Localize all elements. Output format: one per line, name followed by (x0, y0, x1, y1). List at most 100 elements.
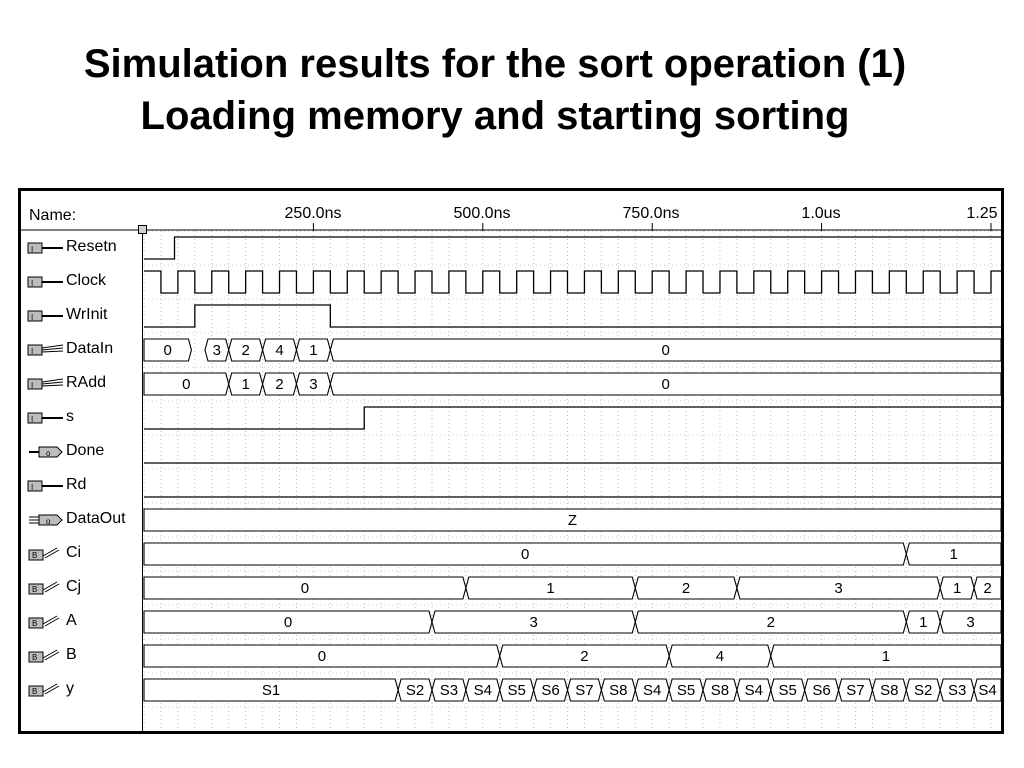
signal-name: Resetn (66, 238, 117, 255)
bus-value-a: 3 (966, 614, 974, 631)
bus-value-datain: 0 (661, 342, 669, 359)
svg-text:B: B (32, 653, 37, 662)
bus-value-a: 0 (284, 614, 292, 631)
bus-value-a: 1 (919, 614, 927, 631)
input-pin-icon: I (27, 308, 65, 324)
svg-text:o: o (46, 449, 51, 458)
signal-name: Clock (66, 272, 107, 289)
time-scale-ruler: 250.0ns 500.0ns 750.0ns 1.0us 1.25 (21, 191, 1001, 231)
time-cursor-handle[interactable] (138, 225, 147, 234)
bus-value-radd: 1 (241, 376, 249, 393)
bus-value-y: S7 (575, 682, 593, 699)
signal-row-dataout[interactable]: o DataOut (21, 503, 143, 537)
input-pin-icon: I (27, 274, 65, 290)
svg-text:I: I (31, 483, 33, 492)
bus-segment-b (770, 644, 1001, 668)
signal-row-wrinit[interactable]: I WrInit (21, 299, 143, 333)
waveform-resetn (144, 236, 1001, 260)
bus-value-y: S7 (846, 682, 864, 699)
bus-segment-cj (973, 576, 1001, 600)
bus-value-y: S4 (978, 682, 996, 699)
slide-title-line-1: Simulation results for the sort operatio… (83, 42, 907, 86)
input-pin-icon: I (27, 240, 65, 256)
waveform-s (144, 406, 1001, 430)
bus-value-ci: 0 (521, 546, 529, 563)
bus-value-b: 4 (716, 648, 724, 665)
time-label-1-25us: 1.25 (966, 205, 998, 222)
bus-value-datain: 0 (164, 342, 172, 359)
bus-value-radd: 0 (661, 376, 669, 393)
signal-name: DataOut (66, 510, 126, 527)
svg-text:I: I (31, 313, 33, 322)
bus-value-y: S5 (779, 682, 797, 699)
signal-name: B (66, 646, 77, 663)
svg-text:B: B (32, 619, 37, 628)
svg-text:o: o (46, 517, 51, 526)
bus-value-y: S8 (880, 682, 898, 699)
time-label-1us: 1.0us (801, 205, 841, 222)
waveform-clock (144, 270, 1001, 294)
buried-node-icon: B (27, 580, 65, 596)
bus-segment-datain (329, 338, 1001, 362)
bus-segment-dataout (143, 508, 1001, 532)
bus-value-cj: 1 (546, 580, 554, 597)
bus-value-cj: 0 (301, 580, 309, 597)
input-pin-icon: I (27, 410, 65, 426)
buried-node-icon: B (27, 648, 65, 664)
bus-value-y: S4 (745, 682, 763, 699)
name-pane-divider[interactable] (142, 227, 143, 731)
svg-text:B: B (32, 687, 37, 696)
bus-value-cj: 2 (983, 580, 991, 597)
bus-value-b: 2 (580, 648, 588, 665)
bus-segment-radd (329, 372, 1001, 396)
bus-value-cj: 2 (682, 580, 690, 597)
buried-node-icon: B (27, 682, 65, 698)
signal-name: DataIn (66, 340, 114, 357)
time-label-500ns: 500.0ns (453, 205, 511, 222)
output-bus-icon: o (27, 512, 65, 528)
bus-value-datain: 4 (275, 342, 283, 359)
signal-name: y (66, 680, 74, 697)
signal-name: Done (66, 442, 105, 459)
bus-value-radd: 0 (182, 376, 190, 393)
bus-value-y: S8 (609, 682, 627, 699)
bus-segment-ci (905, 542, 1001, 566)
bus-value-datain: 2 (241, 342, 249, 359)
signal-row-resetn[interactable]: I Resetn (21, 231, 143, 265)
bus-value-datain: 3 (213, 342, 221, 359)
bus-segment-y (973, 678, 1001, 702)
bus-value-a: 2 (767, 614, 775, 631)
input-bus-icon: I (27, 342, 65, 358)
bus-value-y: S6 (812, 682, 830, 699)
slide-title-line-2: Loading memory and starting sorting (140, 94, 850, 138)
bus-value-b: 0 (318, 648, 326, 665)
signal-name: RAdd (66, 374, 107, 391)
svg-text:B: B (32, 551, 37, 560)
bus-value-cj: 3 (834, 580, 842, 597)
bus-value-radd: 3 (309, 376, 317, 393)
svg-text:I: I (31, 245, 33, 254)
time-label-250ns: 250.0ns (284, 205, 342, 222)
input-pin-icon: I (27, 478, 65, 494)
signal-name: WrInit (66, 306, 108, 323)
input-bus-icon: I (27, 376, 65, 392)
bus-value-b: 1 (882, 648, 890, 665)
bus-value-y: S5 (677, 682, 695, 699)
buried-node-icon: B (27, 614, 65, 630)
signal-row-done[interactable]: o Done (21, 435, 143, 469)
svg-text:I: I (31, 415, 33, 424)
bus-value-a: 3 (529, 614, 537, 631)
signal-name: s (66, 408, 74, 425)
